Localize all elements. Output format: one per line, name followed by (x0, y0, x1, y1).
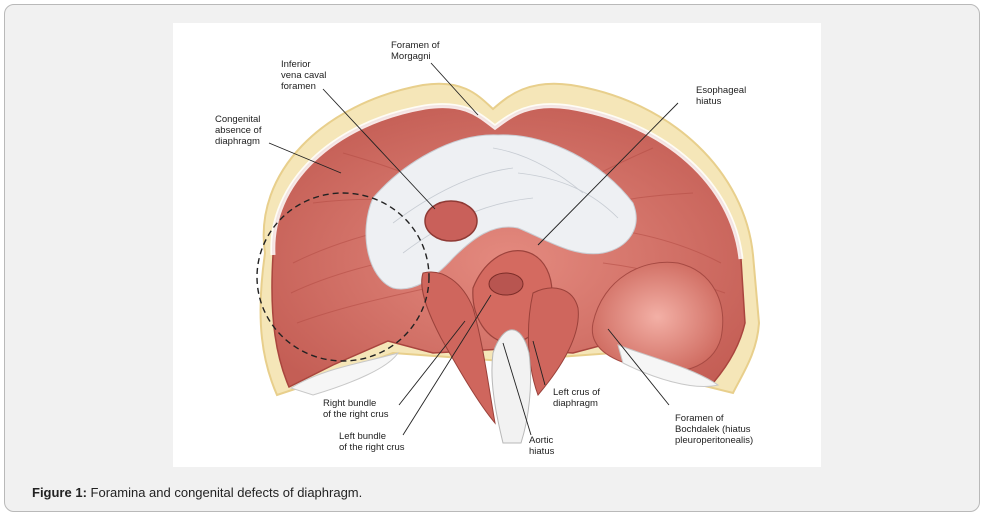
diaphragm-illustration: Foramen of Morgagni Inferior vena caval … (173, 23, 821, 467)
caption-label: Figure 1: (32, 485, 87, 500)
figure-frame: Foramen of Morgagni Inferior vena caval … (4, 4, 980, 512)
label-esophageal-hiatus: Esophageal hiatus (696, 85, 749, 107)
esophageal-hiatus (488, 272, 524, 296)
lower-ribs (289, 344, 720, 396)
congenital-defect-outline (256, 192, 430, 362)
ivc-foramen (424, 200, 478, 242)
label-aortic-hiatus: Aortic hiatus (529, 435, 556, 457)
caption-text: Foramina and congenital defects of diaph… (86, 485, 363, 500)
leader-lines (268, 62, 679, 436)
label-left-bundle: Left bundle of the right crus (339, 431, 405, 453)
dome-rim (270, 103, 744, 260)
label-left-crus: Left crus of diaphragm (553, 387, 603, 409)
figure-caption: Figure 1: Foramina and congenital defect… (32, 485, 362, 500)
left-crus (527, 287, 579, 396)
tendon-fibres (392, 147, 619, 254)
label-ivc-foramen: Inferior vena caval foramen (281, 59, 329, 92)
label-congenital-absence: Congenital absence of diaphragm (215, 114, 264, 147)
label-bochdalek: Foramen of Bochdalek (hiatus pleuroperit… (675, 413, 753, 446)
label-right-bundle: Right bundle of the right crus (323, 398, 389, 420)
label-morgagni: Foramen of Morgagni (391, 40, 442, 62)
diaphragm-drawing: Foramen of Morgagni Inferior vena caval … (215, 40, 761, 457)
aortic-hiatus (491, 329, 532, 444)
central-tendon (365, 134, 637, 290)
